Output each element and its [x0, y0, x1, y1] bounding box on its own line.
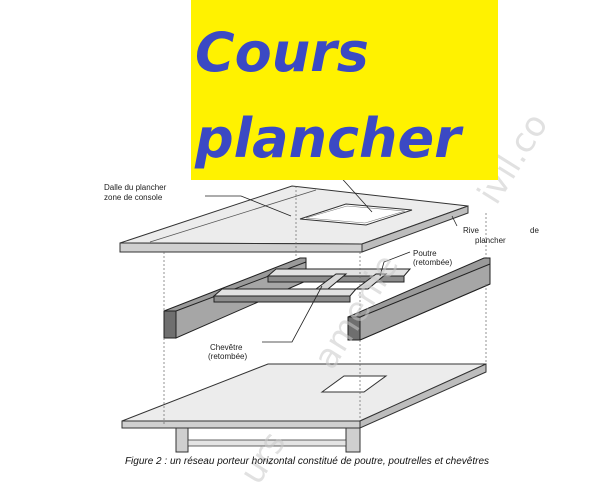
- label-rive-2: plancher: [475, 236, 506, 245]
- title-line-2: plancher: [195, 107, 461, 170]
- projection-lines: [163, 186, 487, 424]
- label-dalle-2: zone de console: [104, 193, 163, 202]
- beam-framework: [163, 257, 491, 341]
- figure-caption: Figure 2 : un réseau porteur horizontal …: [124, 456, 490, 467]
- bottom-slab: [121, 363, 487, 453]
- diagram-labels: Dalle du plancher zone de console Rive d…: [104, 183, 539, 361]
- title-banner: [191, 0, 498, 180]
- title-line-1: Cours: [195, 21, 369, 84]
- label-poutre-2: (retombée): [413, 258, 452, 267]
- label-dalle-1: Dalle du plancher: [104, 183, 167, 192]
- label-chevetre-1: Chevêtre: [210, 343, 243, 352]
- label-poutre-1: Poutre: [413, 249, 437, 258]
- floor-structure-diagram: Dalle du plancher zone de console Rive d…: [104, 172, 539, 453]
- top-slab: [119, 185, 469, 253]
- label-chevetre-2: (retombée): [208, 352, 247, 361]
- label-rive-1: Rive: [463, 226, 480, 235]
- leader-lines: [205, 172, 458, 343]
- label-rive-de: de: [530, 226, 539, 235]
